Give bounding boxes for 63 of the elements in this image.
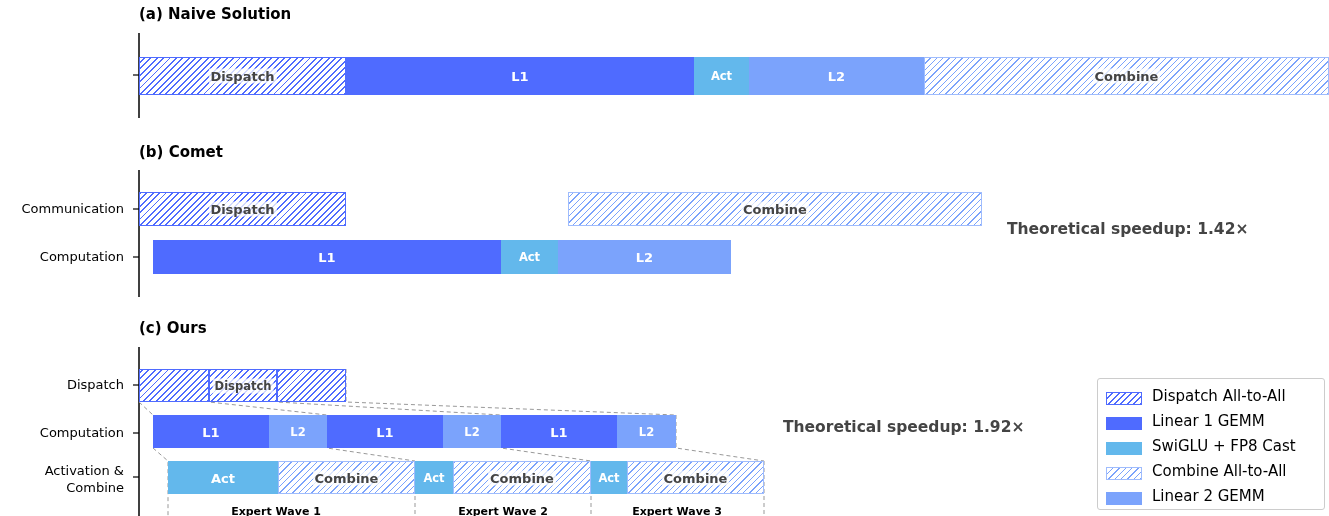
panel-title: (b) Comet xyxy=(139,143,223,161)
dispatch-bar xyxy=(139,192,346,226)
combine-bar xyxy=(627,461,764,494)
legend-label: Dispatch All-to-All xyxy=(1152,387,1286,405)
bar-label: Combine xyxy=(312,470,381,485)
bar-label: Act xyxy=(422,470,446,485)
panel-title: (c) Ours xyxy=(139,319,207,337)
bar-label: Combine xyxy=(661,470,730,485)
bar-label: Combine xyxy=(741,201,809,217)
bar-label: L2 xyxy=(634,249,655,265)
linear-1-bar xyxy=(346,57,694,95)
bar-label: Act xyxy=(517,249,542,265)
bar-label: L1 xyxy=(549,424,569,439)
legend-label: Linear 1 GEMM xyxy=(1152,412,1265,430)
activation-bar xyxy=(168,461,278,494)
dispatch-bar xyxy=(139,57,346,95)
linear-2-bar xyxy=(443,415,501,448)
axis-label: Communication xyxy=(21,201,124,216)
combine-bar xyxy=(924,57,1329,95)
speedup-note: Theoretical speedup: 1.92× xyxy=(783,418,1025,436)
bar-label: L2 xyxy=(289,424,307,439)
linear-2-bar xyxy=(269,415,327,448)
axis-label: Computation xyxy=(39,425,124,440)
bar-label: L2 xyxy=(826,68,847,84)
bar-label: L2 xyxy=(637,424,656,439)
dispatch-bar xyxy=(209,369,277,402)
bar-label: Dispatch xyxy=(208,68,277,84)
bar-label: Combine xyxy=(1092,68,1161,84)
bar-label: L1 xyxy=(375,424,395,439)
dispatch-segment xyxy=(277,369,346,402)
activation-bar xyxy=(694,57,749,95)
legend-label: Combine All-to-All xyxy=(1152,462,1287,480)
axis-label: Activation & Combine xyxy=(43,462,124,496)
bar-label: Dispatch xyxy=(212,378,274,393)
bar-label: Act xyxy=(709,68,734,84)
panel-title: (a) Naive Solution xyxy=(139,5,292,23)
bar-label: L1 xyxy=(201,424,221,439)
linear-1-bar xyxy=(501,415,617,448)
dispatch-segment xyxy=(139,369,209,402)
bar-label: Act xyxy=(210,470,236,485)
linear-2-bar xyxy=(558,240,731,274)
legend-label: Linear 2 GEMM xyxy=(1152,487,1265,505)
axis-label: Computation xyxy=(39,249,124,264)
linear-2-bar xyxy=(617,415,676,448)
linear-1-bar xyxy=(327,415,443,448)
bar-label: L2 xyxy=(463,424,481,439)
bar-label: L1 xyxy=(510,68,530,84)
axis-label: Dispatch xyxy=(66,377,124,392)
legend-label: SwiGLU + FP8 Cast xyxy=(1152,437,1296,455)
bar-label: Act xyxy=(597,470,621,485)
activation-bar xyxy=(501,240,558,274)
linear-1-bar xyxy=(153,240,501,274)
combine-bar xyxy=(278,461,415,494)
linear-2-bar xyxy=(749,57,924,95)
combine-bar xyxy=(568,192,982,226)
activation-bar xyxy=(591,461,627,494)
activation-bar xyxy=(415,461,453,494)
bar-label: Dispatch xyxy=(208,201,277,217)
bar-label: L1 xyxy=(317,249,337,265)
bar-label: Combine xyxy=(488,470,556,485)
combine-bar xyxy=(453,461,591,494)
speedup-note: Theoretical speedup: 1.42× xyxy=(1007,220,1249,238)
linear-1-bar xyxy=(153,415,269,448)
